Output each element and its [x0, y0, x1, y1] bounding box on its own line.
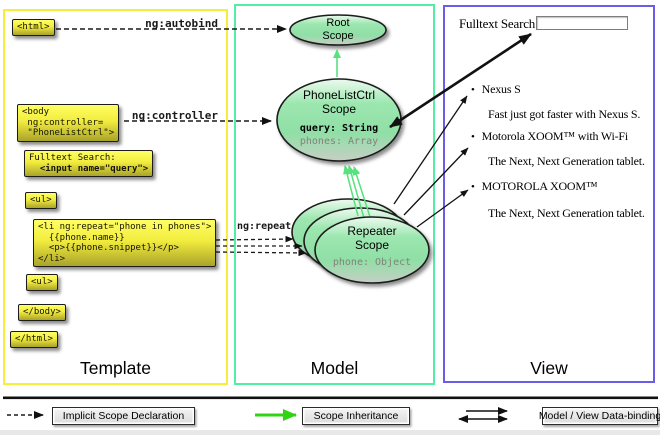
item-snippet: The Next, Next Generation tablet. [488, 206, 645, 220]
list-item: • MOTOROLA XOOM™ [471, 179, 598, 194]
code-input-tag: <input name="query"> [29, 163, 149, 174]
phonelistctrl-scope-title: PhoneListCtrl Scope [302, 88, 376, 116]
item-snippet: The Next, Next Generation tablet. [488, 154, 645, 168]
legend-databinding-box: Model / View Data-binding [539, 407, 660, 425]
view-column-label: View [530, 358, 568, 378]
phonelistctrl-query-prop: query: String [299, 123, 379, 134]
view-search-label: Fulltext Search: [459, 16, 539, 31]
legend-separator-line [3, 396, 658, 400]
code-fulltext-label: Fulltext Search: [29, 153, 116, 163]
legend-scope-inheritance-box: Scope Inheritance [302, 407, 410, 425]
bullet-icon: • [471, 180, 475, 193]
phonelistctrl-phones-prop: phones: Array [299, 136, 379, 147]
repeater-scope-title: Repeater Scope [347, 224, 397, 252]
fulltext-search-input[interactable] [536, 16, 628, 30]
list-item: • Motorola XOOM™ with Wi-Fi [471, 129, 628, 144]
bottom-strip [0, 430, 660, 435]
code-ul-close: <ul> [26, 274, 58, 291]
item-title: Motorola XOOM™ with Wi-Fi [481, 129, 629, 143]
code-body-open: <body ng:controller= "PhoneListCtrl"> [17, 104, 120, 142]
legend-implicit-scope-box: Implicit Scope Declaration [52, 407, 195, 425]
model-column-label: Model [310, 358, 359, 378]
item-title: MOTOROLA XOOM™ [481, 179, 598, 193]
code-fulltext-search: Fulltext Search: <input name="query"> [24, 150, 154, 177]
code-html-close: </html> [10, 331, 58, 348]
code-ul-open: <ul> [25, 192, 57, 209]
bullet-icon: • [471, 130, 475, 143]
list-item: • Nexus S [471, 82, 521, 97]
model-column [234, 4, 435, 385]
autobind-label: ng:autobind [145, 17, 218, 30]
template-column-label: Template [79, 358, 151, 378]
view-column [443, 5, 655, 383]
repeat-label: ng:repeat [237, 221, 292, 232]
item-title: Nexus S [481, 82, 521, 96]
code-body-close: </body> [18, 304, 66, 321]
controller-label: ng:controller [131, 109, 218, 122]
root-scope-title: Root Scope [322, 17, 354, 42]
code-li-repeat: <li ng:repeat="phone in phones"> {{phone… [33, 219, 217, 267]
item-snippet: Fast just got faster with Nexus S. [488, 107, 641, 121]
code-html-open: <html> [12, 19, 55, 36]
bullet-icon: • [471, 83, 475, 96]
repeater-phone-prop: phone: Object [332, 257, 412, 268]
